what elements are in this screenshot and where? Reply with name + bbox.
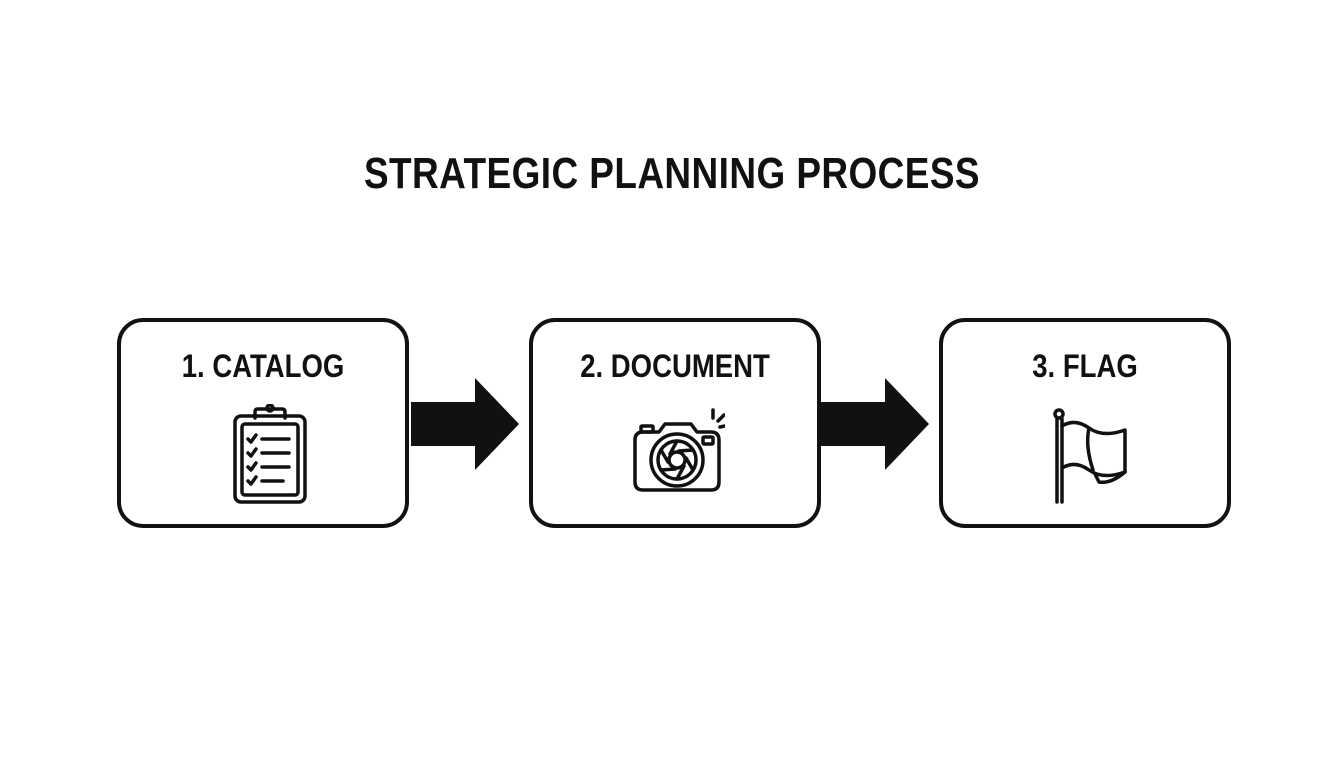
connector-arrow-1 <box>411 378 521 470</box>
step-document-label: 2. DOCUMENT <box>580 348 770 384</box>
connector-arrow-2 <box>821 378 931 470</box>
flag-icon <box>1039 404 1135 504</box>
diagram-title: STRATEGIC PLANNING PROCESS <box>363 149 981 198</box>
step-flag-label: 3. FLAG <box>1032 348 1138 384</box>
clipboard-checklist-icon <box>217 404 313 504</box>
step-catalog-label: 1. CATALOG <box>181 348 345 384</box>
camera-icon <box>629 404 725 504</box>
step-document-box: 2. DOCUMENT <box>529 318 821 528</box>
step-catalog-box: 1. CATALOG <box>117 318 409 528</box>
step-flag-box: 3. FLAG <box>939 318 1231 528</box>
